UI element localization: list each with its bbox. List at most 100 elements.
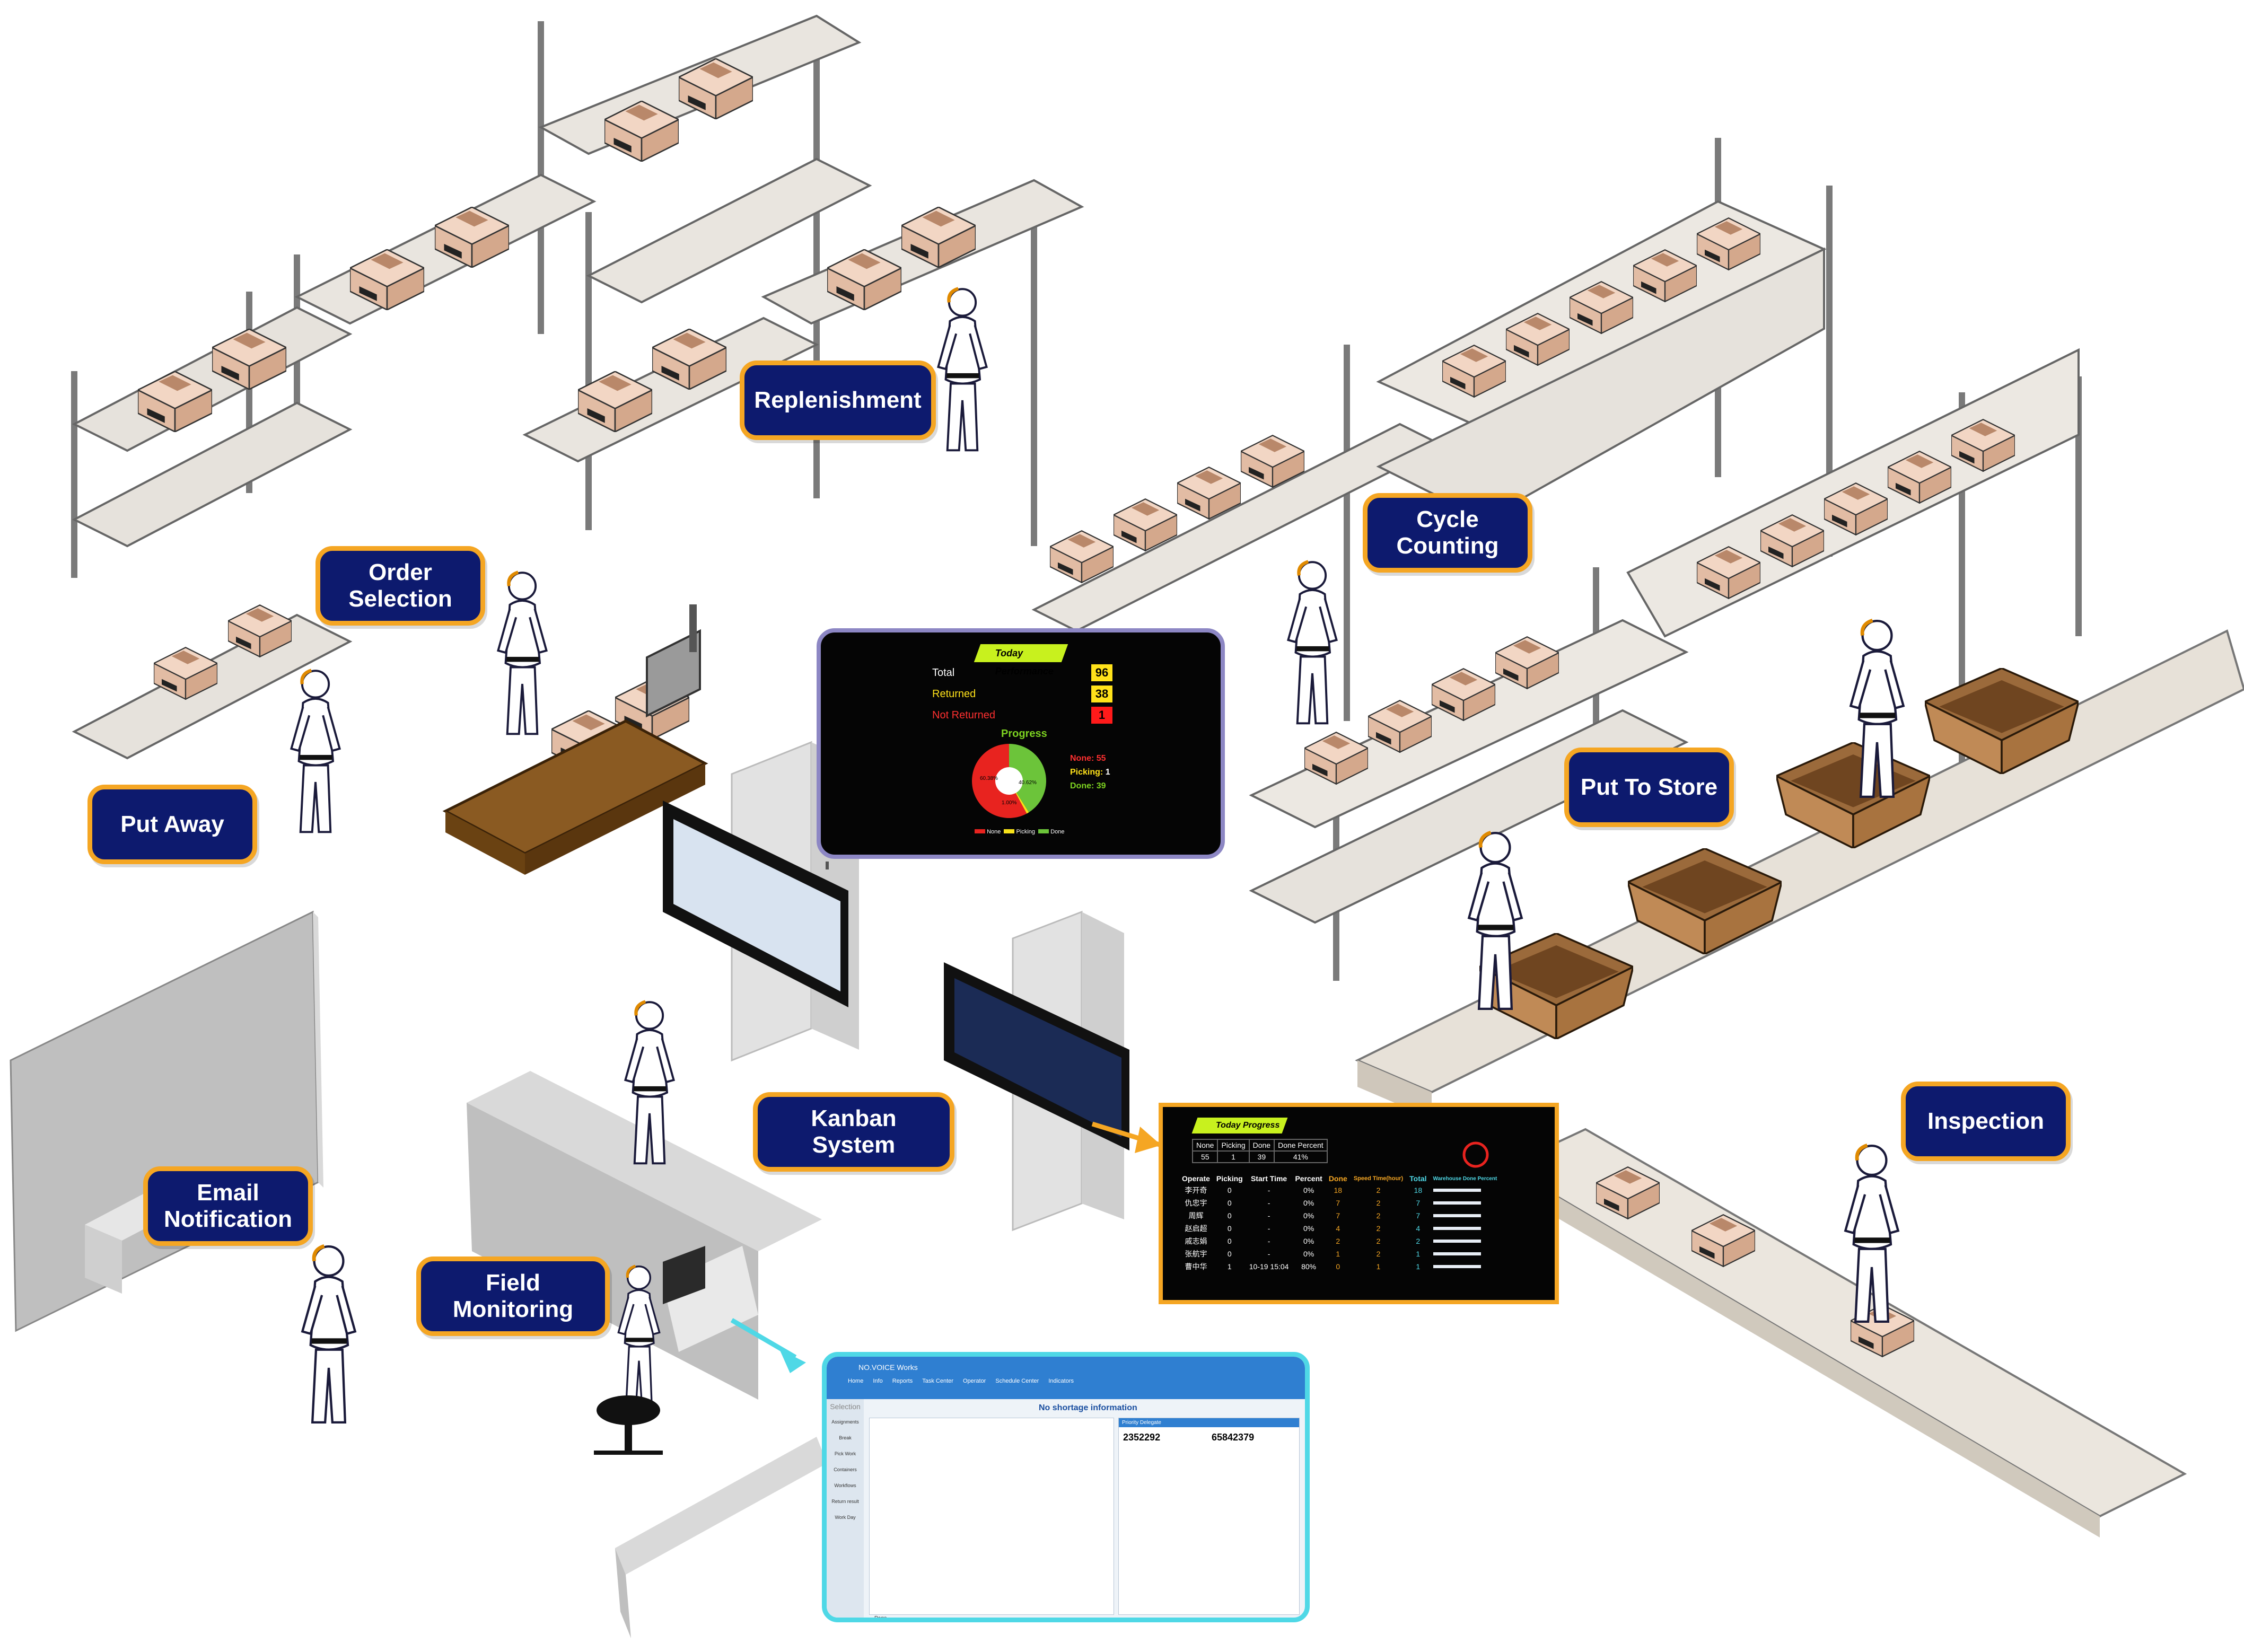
app-headline: No shortage information <box>1039 1403 1137 1412</box>
stat-done-value: 39 <box>1096 781 1106 790</box>
app-toolbar[interactable]: Home Info Reports Task Center Operator S… <box>848 1378 1074 1384</box>
table-cell: 0 <box>1227 1250 1232 1258</box>
legend-done: Done <box>1050 829 1065 835</box>
label-kanban-system: Kanban System <box>753 1092 954 1172</box>
table-cell: 李开奇 <box>1185 1186 1207 1194</box>
toolbar-home[interactable]: Home <box>848 1378 864 1384</box>
label-replenishment: Replenishment <box>740 361 936 440</box>
table-cell: 2 <box>1376 1237 1381 1245</box>
done-percent-bar <box>1430 1209 1501 1222</box>
table-cell: - <box>1267 1186 1270 1194</box>
table-cell: 0 <box>1227 1186 1232 1194</box>
toolbar-reports[interactable]: Reports <box>892 1378 913 1384</box>
pie-hole <box>995 767 1023 795</box>
stat-picking-value: 1 <box>1105 768 1110 777</box>
done-percent-bar <box>1430 1184 1501 1197</box>
done-percent-bar <box>1430 1222 1501 1235</box>
toolbar-task-center[interactable]: Task Center <box>922 1378 953 1384</box>
done-percent-bar <box>1430 1197 1501 1209</box>
table-cell: 0 <box>1336 1262 1340 1271</box>
assignment-grid <box>869 1418 1114 1615</box>
col-header: Operate <box>1182 1174 1210 1183</box>
col-header: Done <box>1328 1174 1347 1183</box>
col-header: Start Time <box>1250 1174 1287 1183</box>
today-performance-banner: Today Performance <box>974 644 1068 676</box>
connector-arrows <box>730 862 1162 1373</box>
sidebar-item[interactable]: Work Day <box>835 1515 856 1520</box>
col-header: Total <box>1409 1174 1427 1183</box>
summary-header: None <box>1191 1139 1219 1152</box>
table-cell: 仇忠宇 <box>1185 1199 1207 1207</box>
sidebar-item[interactable]: Return result <box>831 1499 859 1504</box>
table-cell: 2 <box>1376 1250 1381 1258</box>
table-cell: 4 <box>1416 1224 1421 1233</box>
label-inspection: Inspection <box>1901 1082 2071 1161</box>
table-cell: 0% <box>1303 1224 1314 1233</box>
sidebar-item[interactable]: Assignments <box>831 1419 859 1425</box>
table-cell: 4 <box>1336 1224 1340 1233</box>
toolbar-indicators[interactable]: Indicators <box>1048 1378 1074 1384</box>
summary-header: Picking <box>1217 1139 1250 1152</box>
workers <box>291 288 1903 1455</box>
perf-not-returned-label: Not Returned <box>932 709 995 721</box>
priority-panel: Priority Delegate 2352292 65842379 <box>1118 1418 1300 1615</box>
sidebar-item[interactable]: Workflows <box>834 1483 856 1488</box>
priority-panel-title: Priority Delegate <box>1119 1418 1299 1427</box>
table-cell: 0 <box>1227 1199 1232 1207</box>
table-cell: 周辉 <box>1188 1211 1204 1220</box>
label-put-to-store: Put To Store <box>1564 748 1734 827</box>
table-cell: 0% <box>1303 1199 1314 1207</box>
table-cell: 曹中华 <box>1185 1262 1207 1271</box>
stat-none-label: None: <box>1070 754 1094 763</box>
today-progress-screen: Today Progress None Picking Done Done Pe… <box>1159 1103 1559 1304</box>
toolbar-operator[interactable]: Operator <box>962 1378 986 1384</box>
pie-label-done: 60.38% <box>980 776 998 781</box>
col-header: Percent <box>1295 1174 1322 1183</box>
sidebar-item[interactable]: Break <box>839 1435 852 1440</box>
col-header: Warehouse Done Percent <box>1433 1175 1497 1182</box>
perf-total-value: 96 <box>1091 664 1112 681</box>
sidebar-title: Selection <box>830 1402 861 1411</box>
pie-slice-done <box>1009 744 1046 813</box>
stat-done-label: Done: <box>1070 781 1094 790</box>
done-percent-bar <box>1430 1260 1501 1273</box>
sidebar-item[interactable]: Containers <box>834 1467 857 1472</box>
table-cell: 18 <box>1334 1186 1343 1194</box>
app-title: NO.VOICE Works <box>858 1363 918 1372</box>
table-cell: - <box>1267 1199 1270 1207</box>
table-cell: 2 <box>1376 1186 1381 1194</box>
table-cell: 7 <box>1416 1199 1421 1207</box>
col-header: Picking <box>1216 1174 1243 1183</box>
label-put-away: Put Away <box>87 785 257 864</box>
table-cell: 7 <box>1416 1211 1421 1220</box>
table-cell: 80% <box>1301 1262 1317 1271</box>
table-cell: - <box>1267 1250 1270 1258</box>
pager[interactable]: Page <box>874 1615 887 1621</box>
wall-monitors <box>663 801 1129 1150</box>
table-cell: 戚志娟 <box>1185 1237 1207 1245</box>
summary-value: 41% <box>1274 1150 1328 1163</box>
toolbar-info[interactable]: Info <box>873 1378 883 1384</box>
table-cell: 0% <box>1303 1211 1314 1220</box>
summary-value: 39 <box>1248 1150 1275 1163</box>
table-cell: 7 <box>1336 1199 1340 1207</box>
sidebar-item[interactable]: Pick Work <box>834 1451 856 1456</box>
table-cell: 18 <box>1414 1186 1423 1194</box>
table-cell: 7 <box>1336 1211 1340 1220</box>
toolbar-schedule[interactable]: Schedule Center <box>995 1378 1039 1384</box>
table-cell: 0% <box>1303 1237 1314 1245</box>
done-percent-bar <box>1430 1235 1501 1247</box>
label-email-notification: Email Notification <box>143 1166 313 1246</box>
label-field-monitoring: Field Monitoring <box>416 1256 610 1336</box>
app-titlebar: NO.VOICE Works Home Info Reports Task Ce… <box>827 1357 1305 1399</box>
table-cell: 2 <box>1416 1237 1421 1245</box>
pie-legend: None Picking Done <box>975 829 1065 835</box>
progress-pie-chart: 60.38% 40.62% 1.00% <box>972 744 1046 818</box>
operator-progress-table: Operate Picking Start Time Percent Done … <box>1179 1173 1500 1273</box>
summary-header: Done Percent <box>1274 1139 1328 1152</box>
